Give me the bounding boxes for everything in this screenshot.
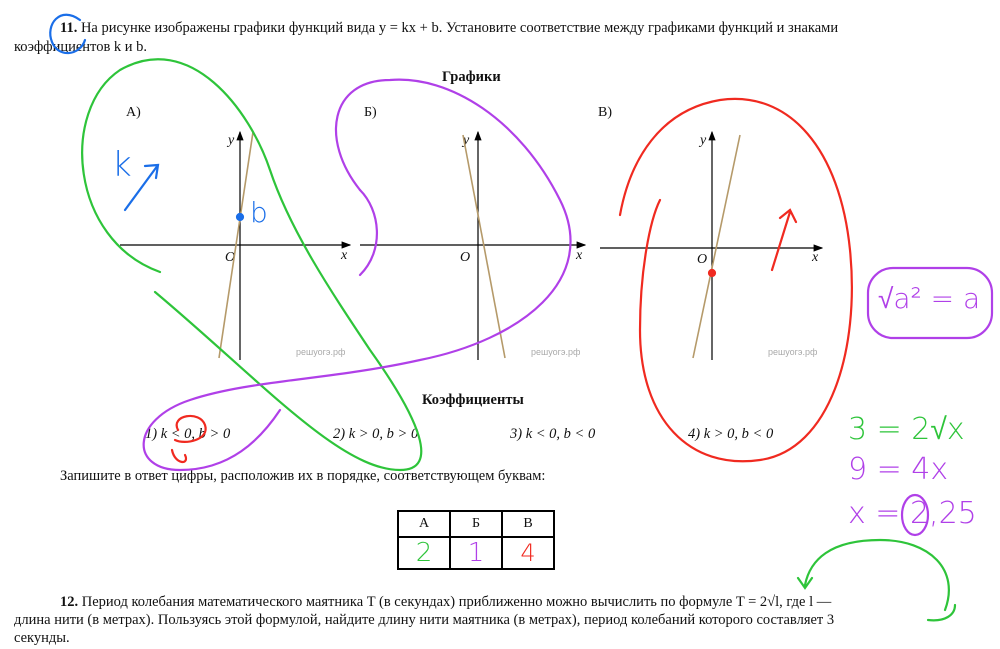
origin-b: O <box>460 250 471 265</box>
green-arrow-formula <box>796 538 950 612</box>
answer-cell-b[interactable]: 1 <box>449 536 503 570</box>
axis-y-b: y <box>463 133 470 148</box>
answer-value-c: 4 <box>520 539 536 567</box>
green-loop <box>81 58 423 472</box>
task12-line1: 12. Период колебания математического мая… <box>60 593 831 612</box>
red-loop <box>618 97 853 463</box>
task11-text: На рисунке изображены графики функций ви… <box>80 20 839 36</box>
task11-number: 11. <box>60 20 78 36</box>
answer-value-a: 2 <box>415 538 433 568</box>
task12-line2: длина нити (в метрах). Пользуясь этой фо… <box>14 612 835 628</box>
graphs-heading: Графики <box>442 69 501 85</box>
task11-line1: 11. На рисунке изображены графики функци… <box>60 19 838 38</box>
hand-eq1: 3 = 2√x <box>848 412 965 447</box>
axis-x-a: x <box>341 248 348 263</box>
watermark-a: решуогэ.рф <box>296 347 346 357</box>
task12-text1: Период колебания математического маятник… <box>81 594 832 610</box>
task12-number: 12. <box>60 594 79 610</box>
answer-header-a: А <box>397 510 451 538</box>
graph-a-label: А) <box>126 105 141 120</box>
purple-loop-tail <box>358 188 379 277</box>
green-hook-3 <box>926 603 957 622</box>
axis-x-b: x <box>576 248 583 263</box>
answer-table: А Б В 2 1 4 <box>397 510 555 570</box>
graph-c-label: В) <box>598 105 612 120</box>
axis-x-c: x <box>812 250 819 265</box>
purple-circle-2 <box>900 493 930 537</box>
option-3: 3) k < 0, b < 0 <box>510 426 596 442</box>
red-dot-b <box>707 268 717 278</box>
line-b <box>462 134 506 359</box>
line-c <box>692 134 741 359</box>
task12-line3: секунды. <box>14 630 70 646</box>
line-a <box>218 131 254 359</box>
red-arrow <box>770 208 798 272</box>
blue-dot-b <box>235 212 245 222</box>
hand-eq3: x = 2,25 <box>848 496 977 531</box>
graph-b-label: Б) <box>364 105 377 120</box>
hand-identity: √a² = a <box>878 282 981 315</box>
red-circle-k <box>170 414 207 463</box>
answer-value-b: 1 <box>467 538 485 568</box>
option-1: 1) k < 0, b > 0 <box>145 426 231 442</box>
origin-a: O <box>225 250 236 265</box>
origin-c: O <box>697 252 708 267</box>
blue-circle-11 <box>49 13 87 55</box>
coefficients-heading: Коэффициенты <box>422 392 524 408</box>
option-2: 2) k > 0, b > 0 <box>333 426 419 442</box>
hand-k: k <box>112 145 132 185</box>
answer-cell-a[interactable]: 2 <box>397 536 451 570</box>
watermark-c: решуогэ.рф <box>768 347 818 357</box>
answer-header-b: Б <box>449 510 503 538</box>
purple-loop <box>142 78 572 472</box>
answer-cell-c[interactable]: 4 <box>501 536 555 570</box>
graph-b <box>360 130 587 360</box>
hand-eq2: 9 = 4x <box>848 452 949 487</box>
option-4: 4) k > 0, b < 0 <box>688 426 774 442</box>
axis-y-c: y <box>700 133 707 148</box>
instruction: Запишите в ответ цифры, расположив их в … <box>60 468 546 484</box>
graph-c <box>600 130 824 360</box>
blue-arrow-k <box>123 163 160 212</box>
graph-a <box>120 130 352 360</box>
hand-b: b <box>250 196 268 229</box>
answer-header-c: В <box>501 510 555 538</box>
axis-y-a: y <box>228 133 235 148</box>
purple-box-identity <box>866 266 994 340</box>
watermark-b: решуогэ.рф <box>531 347 581 357</box>
